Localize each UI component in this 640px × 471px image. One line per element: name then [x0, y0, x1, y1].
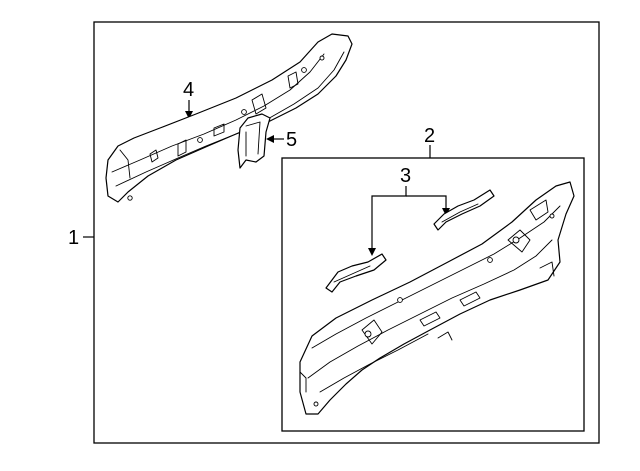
assembly-frame [93, 21, 600, 444]
support-bracket-icon [237, 113, 271, 169]
upper-side-rail-icon [105, 33, 353, 203]
reinforcement-brackets-icon [325, 189, 495, 293]
callout-4-leader [185, 100, 193, 119]
callout-4: 4 [183, 79, 194, 101]
panel-group-frame [281, 157, 585, 432]
callout-5-leader [266, 135, 284, 143]
callout-3-leader [368, 186, 450, 256]
rear-side-member-panel-icon [299, 181, 575, 415]
callout-5: 5 [286, 129, 297, 151]
callout-3: 3 [400, 165, 411, 187]
callout-2: 2 [424, 125, 435, 147]
callout-1: 1 [68, 227, 79, 249]
